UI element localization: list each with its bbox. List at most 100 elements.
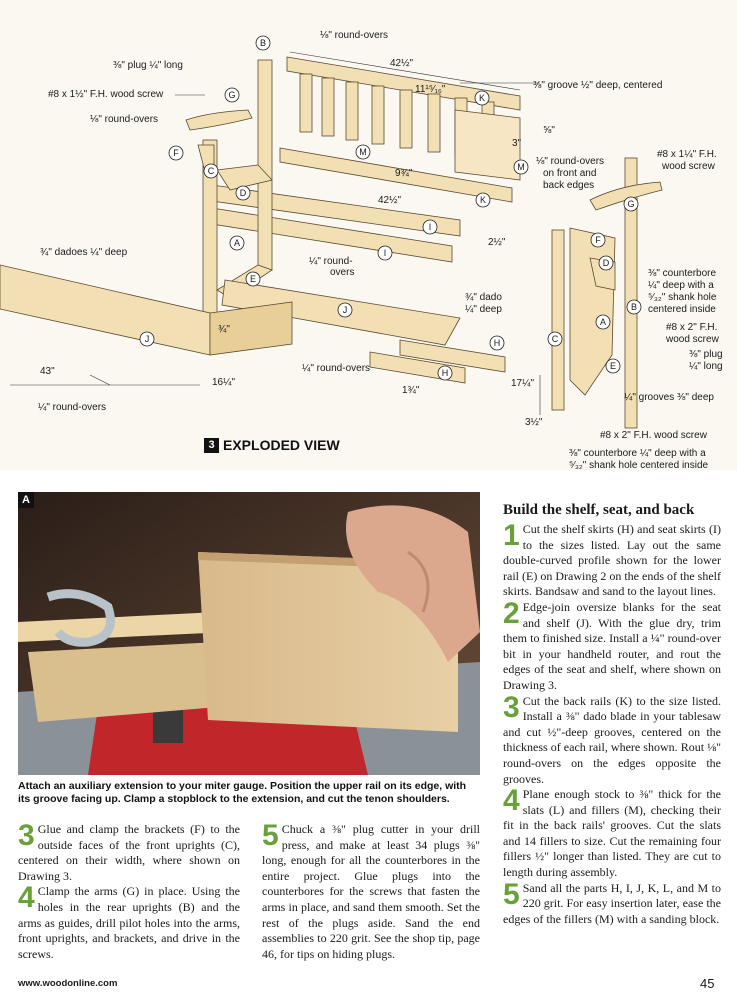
slat <box>321 77 335 137</box>
svg-text:¼" round-: ¼" round- <box>309 255 353 267</box>
arm-left <box>185 109 253 131</box>
step-number: 4 <box>18 881 35 915</box>
svg-text:¼" round-overs: ¼" round-overs <box>38 401 106 413</box>
svg-text:K: K <box>479 93 485 103</box>
svg-text:K: K <box>480 195 486 205</box>
step-number: 3 <box>18 819 35 852</box>
svg-text:¾" dadoes ¼" deep: ¾" dadoes ¼" deep <box>40 246 128 258</box>
svg-text:F: F <box>595 235 601 245</box>
svg-text:wood screw: wood screw <box>661 161 716 172</box>
svg-text:¼" deep: ¼" deep <box>465 303 502 315</box>
svg-text:G: G <box>228 90 235 100</box>
svg-text:wood screw: wood screw <box>665 334 720 345</box>
svg-text:I: I <box>384 248 387 258</box>
svg-text:D: D <box>240 188 247 198</box>
svg-text:¼" round-overs: ¼" round-overs <box>302 362 370 374</box>
back-rail-lower <box>279 147 513 203</box>
svg-text:9¾": 9¾" <box>395 168 413 179</box>
svg-text:M: M <box>359 147 367 157</box>
photo-illustration <box>18 492 480 775</box>
photo-letter-badge: A <box>18 492 34 508</box>
svg-text:C: C <box>552 334 559 344</box>
step-number: 4 <box>503 784 520 818</box>
svg-text:16¼": 16¼" <box>212 376 235 388</box>
svg-text:B: B <box>631 302 637 312</box>
svg-text:¾": ¾" <box>218 324 230 335</box>
svg-text:⁵⁄₃₂" shank hole centered insi: ⁵⁄₃₂" shank hole centered inside <box>569 460 709 470</box>
slat <box>399 89 413 149</box>
svg-text:¼" deep with a: ¼" deep with a <box>648 279 714 291</box>
svg-text:⅜" plug ¼" long: ⅜" plug ¼" long <box>113 59 183 71</box>
svg-text:J: J <box>343 305 348 315</box>
svg-text:#8 x 2" F.H.: #8 x 2" F.H. <box>666 322 717 333</box>
slat <box>371 85 385 145</box>
svg-text:C: C <box>208 166 215 176</box>
svg-text:H: H <box>494 338 501 348</box>
svg-text:43": 43" <box>40 366 55 377</box>
back-rail-top <box>286 56 521 111</box>
svg-text:E: E <box>610 361 616 371</box>
svg-text:¾" dado: ¾" dado <box>465 292 502 303</box>
svg-text:¼" long: ¼" long <box>689 360 723 372</box>
svg-text:#8 x 2" F.H. wood screw: #8 x 2" F.H. wood screw <box>600 430 708 441</box>
svg-text:17¼": 17¼" <box>511 377 534 389</box>
svg-text:M: M <box>517 162 525 172</box>
svg-text:J: J <box>145 334 150 344</box>
step-number: 1 <box>503 519 520 552</box>
svg-text:1¾": 1¾" <box>402 385 420 396</box>
svg-text:⅜" plug: ⅜" plug <box>689 349 723 360</box>
svg-text:F: F <box>173 148 179 158</box>
rear-upright-right <box>624 157 638 429</box>
step-number: 2 <box>503 596 520 630</box>
step-number: 5 <box>262 819 279 852</box>
svg-text:⅜" counterbore: ⅜" counterbore <box>648 268 716 279</box>
svg-text:⅜" groove ½" deep, centered: ⅜" groove ½" deep, centered <box>533 80 662 91</box>
svg-text:¼" grooves ⅜" deep: ¼" grooves ⅜" deep <box>624 391 714 403</box>
slat <box>299 73 313 133</box>
diagram-title: 3 EXPLODED VIEW <box>204 437 340 453</box>
svg-text:3": 3" <box>512 138 522 149</box>
svg-text:G: G <box>627 199 634 209</box>
front-upright-right <box>551 229 565 411</box>
svg-text:#8 x 1¼" F.H.: #8 x 1¼" F.H. <box>657 148 717 160</box>
svg-text:B: B <box>260 38 266 48</box>
svg-text:2½": 2½" <box>488 237 506 248</box>
svg-text:on front and: on front and <box>543 168 596 179</box>
svg-text:⅝": ⅝" <box>543 125 555 136</box>
svg-text:A: A <box>600 317 606 327</box>
svg-text:back edges: back edges <box>543 180 594 191</box>
svg-text:⁵⁄₃₂" shank hole: ⁵⁄₃₂" shank hole <box>648 292 717 303</box>
label-roundovers-top: ⅛" round-overs <box>320 30 388 41</box>
section-heading: Build the shelf, seat, and back <box>503 502 695 518</box>
svg-text:H: H <box>442 368 449 378</box>
step-number: 5 <box>503 877 520 911</box>
svg-text:⅛" round-overs: ⅛" round-overs <box>90 114 158 125</box>
photo-miter-gauge: A <box>18 492 480 775</box>
shelf-skirt <box>399 339 506 373</box>
svg-text:3½": 3½" <box>525 417 543 428</box>
footer-url[interactable]: www.woodonline.com <box>18 978 118 989</box>
svg-text:D: D <box>603 258 610 268</box>
exploded-view-diagram: BGF CDA EJJ IIK MKH HGF DAB ECM ⅛" round… <box>0 0 737 470</box>
svg-text:42½": 42½" <box>390 58 413 69</box>
arm-right <box>589 181 663 211</box>
page-number: 45 <box>700 976 715 991</box>
diagram-number-badge: 3 <box>204 437 219 453</box>
svg-text:⅛" round-overs: ⅛" round-overs <box>536 156 604 167</box>
slat <box>427 93 441 153</box>
svg-text:⅜" counterbore ¼" deep with a: ⅜" counterbore ¼" deep with a <box>569 447 706 459</box>
svg-text:#8 x 1½" F.H. wood screw: #8 x 1½" F.H. wood screw <box>48 89 164 100</box>
svg-text:A: A <box>234 238 240 248</box>
svg-text:42½": 42½" <box>378 195 401 206</box>
